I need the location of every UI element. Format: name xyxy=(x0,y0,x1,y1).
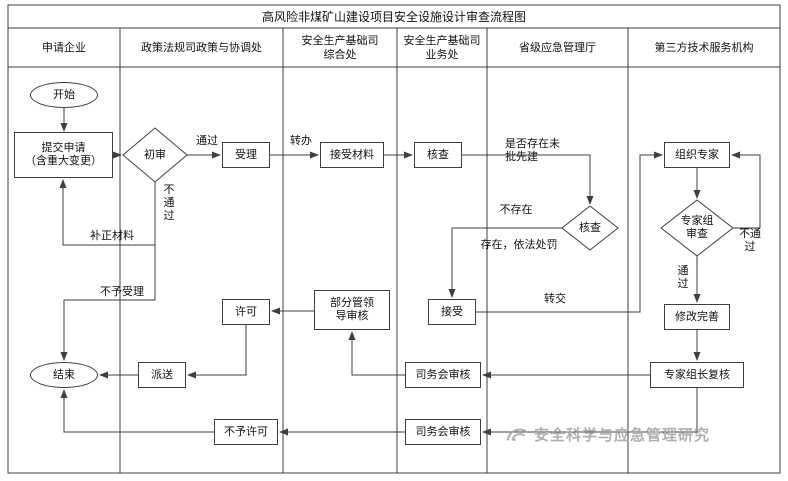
node-accept-case: 受理 xyxy=(222,142,270,168)
node-end: 结束 xyxy=(30,362,98,388)
node-modify-improve: 修改完善 xyxy=(664,304,730,330)
edge-label-not-accepted: 不予受理 xyxy=(100,286,144,298)
lane-header-general-division: 安全生产基础司 综合处 xyxy=(301,34,379,61)
node-no-permit: 不予许可 xyxy=(214,419,278,445)
node-organize-experts: 组织专家 xyxy=(664,142,730,168)
node-permit: 许可 xyxy=(222,299,270,325)
node-initial-review: 初审 xyxy=(144,148,166,161)
lane-header-third-party: 第三方技术服务机构 xyxy=(654,41,754,54)
flow-edges xyxy=(59,108,761,436)
edge-label-forward: 转交 xyxy=(544,293,566,305)
decision-shapes xyxy=(122,127,734,257)
node-check: 核查 xyxy=(414,142,462,168)
node-receive: 接受 xyxy=(428,299,476,325)
edge-label-transfer: 转办 xyxy=(290,135,312,147)
node-submit-application: 提交申请 （含重大变更） xyxy=(14,132,113,178)
node-dispatch: 派送 xyxy=(138,362,186,388)
edge-label-fail-1: 不通过 xyxy=(163,184,175,222)
node-leader-recheck: 专家组长复核 xyxy=(650,362,744,388)
edge-label-supplement: 补正材料 xyxy=(90,230,134,242)
decision-initial-review-shape xyxy=(122,127,188,183)
node-council-review-2: 司务会审核 xyxy=(405,419,481,445)
edge-label-pass-1: 通过 xyxy=(196,135,218,147)
chart-title: 高风险非煤矿山建设项目安全设施设计审查流程图 xyxy=(261,10,526,24)
edge-label-not-exist: 不存在 xyxy=(499,204,533,216)
watermark-logo-icon xyxy=(506,428,528,442)
lane-header-provincial-dept: 省级应急管理厅 xyxy=(519,41,596,54)
node-start: 开始 xyxy=(30,82,98,108)
node-expert-review: 专家组 审查 xyxy=(680,215,714,240)
edge-label-pass-2: 通过 xyxy=(677,265,689,290)
node-council-review-1: 司务会审核 xyxy=(405,362,481,388)
node-check-decision: 核查 xyxy=(579,221,601,234)
node-dept-leader-review: 部分管领 导审核 xyxy=(314,290,390,330)
decision-check-shape xyxy=(561,205,619,251)
decision-expert-review-shape xyxy=(660,199,734,257)
watermark: 安全科学与应急管理研究 xyxy=(505,422,710,446)
lane-header-applicant: 申请企业 xyxy=(42,41,86,54)
edge-label-fail-2: 不通过 xyxy=(739,228,761,253)
edge-label-exist-punish: 存在，依法处罚 xyxy=(480,239,558,251)
watermark-text: 安全科学与应急管理研究 xyxy=(534,426,711,444)
lane-header-business-division: 安全生产基础司 业务处 xyxy=(403,34,481,61)
node-receive-materials: 接受材料 xyxy=(320,142,384,168)
edge-label-unapproved-question: 是否存在未 批先建 xyxy=(505,138,560,163)
swimlane-grid xyxy=(7,4,781,474)
lane-header-policy-division: 政策法规司政策与协调处 xyxy=(141,41,262,54)
